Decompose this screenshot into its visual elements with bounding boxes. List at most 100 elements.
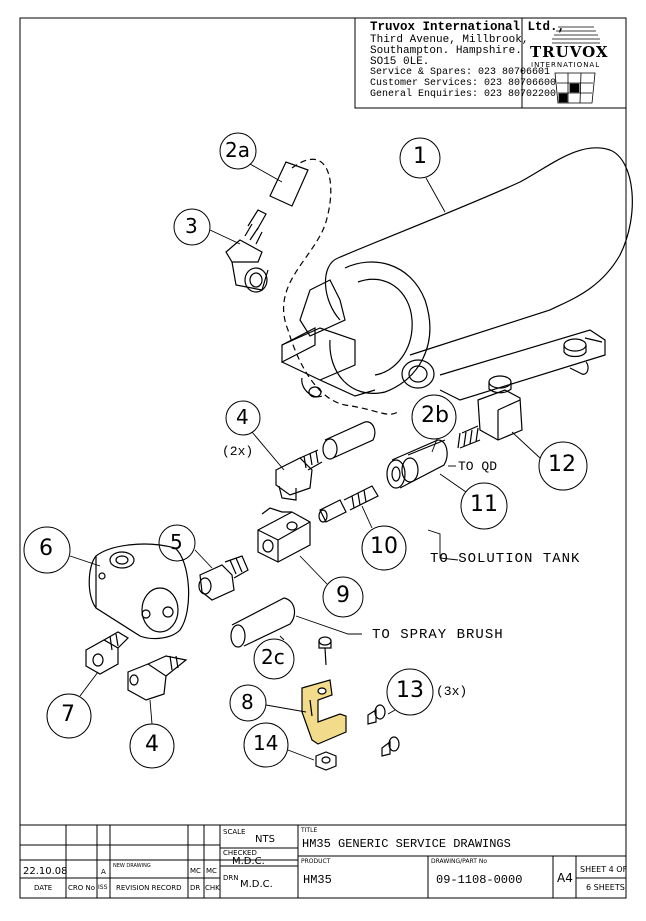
callout-2b-circle <box>411 394 457 440</box>
callout-6-circle <box>23 526 71 574</box>
pipe-2b-upper <box>322 421 376 460</box>
title-value: HM35 GENERIC SERVICE DRAWINGS <box>302 837 511 851</box>
tee-fitting-9 <box>257 507 311 563</box>
sheet-of: OF <box>616 865 628 874</box>
logo-text: TRUVOX <box>530 43 609 61</box>
callout-4-upper-qty: (2x) <box>222 444 254 459</box>
contact-service: Service & Spares: 023 80706601 <box>370 67 551 78</box>
screws-13 <box>367 704 400 757</box>
leader-lines <box>69 163 541 761</box>
revision-dr: MC <box>190 867 201 875</box>
nut-14 <box>315 751 337 771</box>
callout-4-upper: 4 <box>236 405 249 429</box>
bracket-8 <box>301 679 347 745</box>
callout-6: 6 <box>39 536 53 561</box>
callout-9-circle <box>322 576 364 618</box>
sheets-count: 6 <box>586 883 592 892</box>
callout-10-circle <box>361 525 407 571</box>
callout-3: 3 <box>185 214 198 238</box>
pump-motor <box>281 147 633 449</box>
header-date: DATE <box>34 884 53 892</box>
elbow-4-lower <box>127 655 188 701</box>
pipe-2b-right <box>386 439 448 489</box>
sheet-label: SHEET <box>580 865 607 874</box>
checked-label: CHECKED <box>223 849 257 857</box>
callout-7: 7 <box>61 702 75 727</box>
sheets-label: SHEETS <box>593 883 625 892</box>
logo-subtext: INTERNATIONAL <box>531 61 601 69</box>
callout-5: 5 <box>170 530 183 554</box>
part-value: 09-1108-0000 <box>436 873 523 887</box>
elbow-4-upper <box>275 449 323 501</box>
callout-2c-circle <box>253 638 295 680</box>
elbow-barb-3 <box>225 209 269 293</box>
callout-12: 12 <box>548 452 576 477</box>
sheet-border <box>19 17 627 899</box>
sheet-size: A4 <box>557 871 573 885</box>
callout-13-qty: (3x) <box>436 684 468 699</box>
sheet-num: 4 <box>608 865 614 874</box>
revision-iss: A <box>101 868 106 876</box>
screw-top <box>318 636 332 666</box>
product-label: PRODUCT <box>301 858 331 865</box>
header-dr: DR <box>190 884 201 892</box>
callout-7-circle <box>46 693 92 739</box>
address-line-1: Third Avenue, Millbrook, <box>370 34 529 46</box>
hex-nipple-5 <box>198 555 249 601</box>
title-label: TITLE <box>301 827 318 834</box>
company-header <box>354 17 627 109</box>
sheet-number: SHEET 4 OF <box>580 866 627 874</box>
manifold-6 <box>88 543 190 640</box>
callout-8-circle <box>229 684 267 722</box>
callout-11: 11 <box>470 492 498 517</box>
pipe-2c <box>230 597 296 648</box>
callout-10: 10 <box>370 534 398 559</box>
truvox-logo-icon <box>552 26 600 104</box>
header-revision-record: REVISION RECORD <box>116 884 182 892</box>
scale-label: SCALE <box>223 828 246 836</box>
note-to-spray-brush: TO SPRAY BRUSH <box>372 627 504 643</box>
contact-general: General Enquiries: 023 80702200 <box>370 89 557 100</box>
product-value: HM35 <box>303 873 332 887</box>
hose-path <box>282 158 401 415</box>
address-line-3: SO15 0LE. <box>370 56 430 68</box>
title-block-grid <box>20 824 626 898</box>
drn-value: M.D.C. <box>240 879 273 890</box>
callout-1: 1 <box>413 144 427 169</box>
callout-8: 8 <box>241 690 254 714</box>
note-to-solution-tank: TO SOLUTION TANK <box>430 551 581 567</box>
scale-value: NTS <box>255 834 275 845</box>
callout-2a: 2a <box>225 138 250 162</box>
header-chk: CHK <box>205 884 220 892</box>
callout-4-lower: 4 <box>145 732 159 757</box>
callout-14-circle <box>243 722 289 768</box>
note-to-qd: TO QD <box>458 459 498 474</box>
callout-13: 13 <box>396 678 424 703</box>
callout-5-circle <box>158 524 196 562</box>
callout-9: 9 <box>336 583 350 608</box>
barb-fitting-10 <box>318 485 379 523</box>
callout-13-circle <box>386 668 434 716</box>
sheets-total: 6 SHEETS <box>586 884 625 892</box>
callout-2a-circle <box>219 132 257 170</box>
callout-2c: 2c <box>261 645 285 669</box>
header-cro-no: CRO No <box>68 884 96 892</box>
callout-11-circle <box>460 482 508 530</box>
contact-customer: Customer Services: 023 80706600 <box>370 78 557 89</box>
hex-fitting-7 <box>85 631 129 675</box>
revision-date: 22.10.08 <box>23 866 68 877</box>
revision-record: NEW DRAWING <box>113 863 151 869</box>
callout-12-circle <box>538 441 588 491</box>
callout-2b: 2b <box>421 403 449 428</box>
drn-label: DRN <box>223 874 239 882</box>
filter-2a <box>269 161 309 207</box>
callout-3-circle <box>173 208 211 246</box>
revision-chk: MC <box>206 867 217 875</box>
address-line-2: Southampton. Hampshire. <box>370 45 522 57</box>
callout-4a-circle <box>225 400 261 436</box>
company-name: Truvox International Ltd., <box>370 20 566 34</box>
header-iss: ISS <box>98 884 108 891</box>
checked-value: M.D.C. <box>232 856 265 867</box>
